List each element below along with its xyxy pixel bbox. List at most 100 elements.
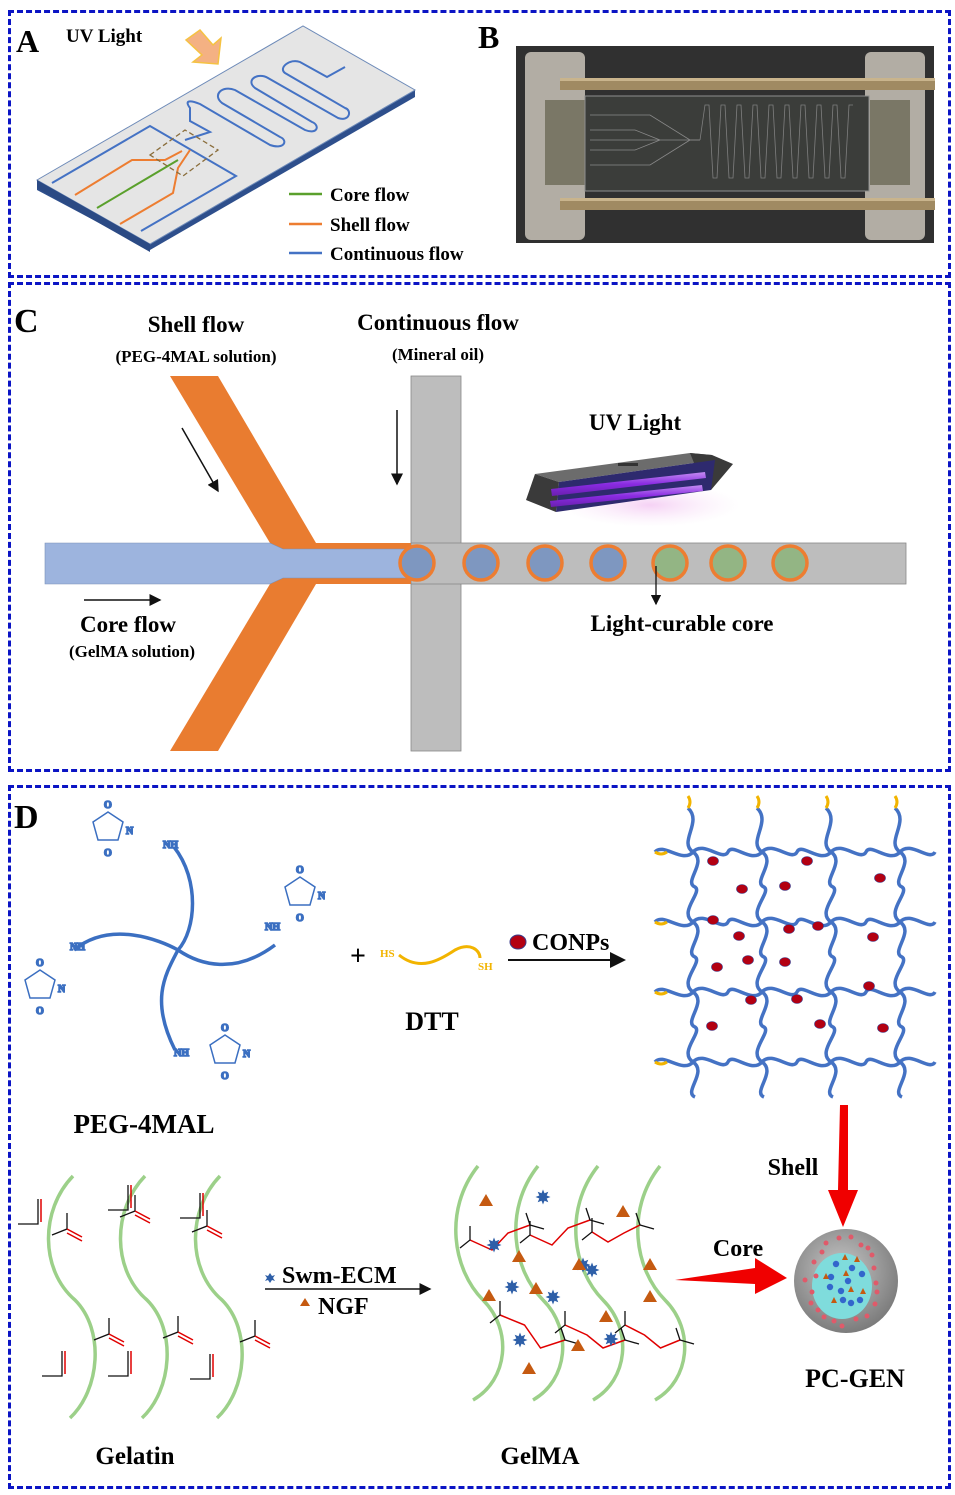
swm-particle (847, 1299, 855, 1307)
droplet (771, 544, 809, 582)
gelma-chain (454, 1164, 505, 1402)
shell-particle (809, 1289, 815, 1295)
panel-c-uv-label: UV Light (589, 410, 682, 435)
network-strand-horizontal (653, 986, 937, 998)
network-strand-horizontal (653, 1056, 937, 1068)
panel-a-letter: A (16, 23, 39, 59)
shell-particle (865, 1245, 871, 1251)
serpentine-path (699, 104, 853, 179)
methacryl-double-bond (134, 1210, 151, 1220)
crosslink-stem (489, 1301, 501, 1324)
swm-particle (826, 1283, 834, 1291)
gelma-chain (574, 1164, 625, 1402)
shell-particle (823, 1240, 829, 1246)
ngf-particle (831, 1297, 837, 1303)
droplet (398, 544, 436, 582)
conp-particle-icon (509, 934, 527, 950)
shell-particle (871, 1265, 877, 1271)
swm-ecm-label: Swm-ECM (282, 1263, 397, 1289)
thiol-end (654, 920, 668, 926)
network-strand-vertical (686, 806, 700, 1099)
thiol-end (824, 795, 830, 809)
swm-ecm-particle (584, 1262, 600, 1278)
ngf-particle (512, 1250, 526, 1262)
conp-particle (745, 995, 757, 1005)
conp-particle (779, 957, 791, 967)
droplet (651, 544, 689, 582)
gelatin-chains (18, 1174, 271, 1420)
droplet (589, 544, 627, 582)
droplet (709, 544, 747, 582)
swm-ecm-particle (504, 1279, 520, 1295)
crosslink (624, 1324, 681, 1349)
network-strand-horizontal (653, 916, 937, 928)
crosslink-stem (459, 1226, 471, 1249)
shell-particle (864, 1313, 870, 1319)
panel-a-legend: Core flow Shell flow Continuous flow (289, 185, 464, 265)
nh-label: NH (265, 922, 280, 933)
thiol-end (755, 795, 761, 809)
shell-particle (811, 1259, 817, 1265)
ngf-particle (643, 1258, 657, 1270)
ngf-label: NGF (318, 1294, 369, 1320)
crosslink (529, 1219, 591, 1246)
shell-particle (815, 1307, 821, 1313)
ngf-particle (522, 1362, 536, 1374)
swm-ecm-particle (535, 1189, 551, 1205)
shell-particle (821, 1314, 827, 1320)
maleimide-group: NOO (209, 1022, 252, 1083)
gelatin-label: Gelatin (95, 1443, 174, 1470)
pc-gen-label: PC-GEN (805, 1364, 905, 1393)
conp-particle (867, 932, 879, 942)
gelatin-chain (118, 1174, 169, 1420)
chip-photo (516, 46, 935, 243)
core-label: Core (713, 1236, 764, 1262)
droplet-row (398, 544, 809, 582)
methacryl-side (190, 1354, 211, 1380)
core-arrow-icon (675, 1258, 787, 1294)
continuous-flow-subtitle: (Mineral oil) (392, 345, 484, 364)
svg-text:N: N (58, 984, 66, 995)
methacryl-side (42, 1351, 63, 1377)
methacryl-double-bond (108, 1333, 125, 1343)
plus-sign: + (350, 941, 366, 972)
conp-particle (812, 921, 824, 931)
methacryl-double-bond (108, 1337, 125, 1347)
conp-particle (791, 994, 803, 1004)
network-strand-vertical (824, 806, 838, 1099)
peg-4mal-label: PEG-4MAL (74, 1109, 215, 1139)
panel-a-uv-label: UV Light (66, 26, 143, 47)
maleimide-group: NOO (92, 799, 135, 860)
crosslink-stem (614, 1311, 626, 1334)
panel-ab-border (8, 10, 951, 278)
conp-particle (779, 881, 791, 891)
methacryl-side (108, 1185, 129, 1211)
shell-upper-channel (170, 376, 316, 543)
dtt-sh-label: SH (478, 961, 493, 973)
gelma-network (454, 1164, 695, 1402)
legend-shell-label: Shell flow (330, 215, 410, 236)
ngf-particle (854, 1256, 860, 1262)
crosslink (591, 1224, 641, 1243)
swm-particle (827, 1273, 835, 1281)
core-channel (44, 542, 412, 585)
swm-ecm-icon (265, 1273, 275, 1283)
svg-text:O: O (36, 1006, 44, 1017)
svg-text:N: N (126, 826, 134, 837)
panel-a: A UV Light Core flow Shell flow (16, 23, 464, 265)
crosslink (499, 1314, 566, 1349)
methacryl-side (93, 1318, 110, 1341)
shell-particle (858, 1242, 864, 1248)
swm-ecm-particle (603, 1331, 619, 1347)
shell-particle (819, 1249, 825, 1255)
swm-particle (837, 1287, 845, 1295)
nh-label: NH (163, 840, 178, 851)
shell-particle (802, 1277, 808, 1283)
ngf-particle (599, 1310, 613, 1322)
network-strand-horizontal (653, 846, 937, 858)
core-flow-subtitle: (GelMA solution) (69, 642, 195, 661)
dtt-chain (398, 945, 482, 965)
panel-c-border (8, 282, 951, 772)
conp-particle (733, 931, 745, 941)
gelma-chain (636, 1164, 687, 1402)
